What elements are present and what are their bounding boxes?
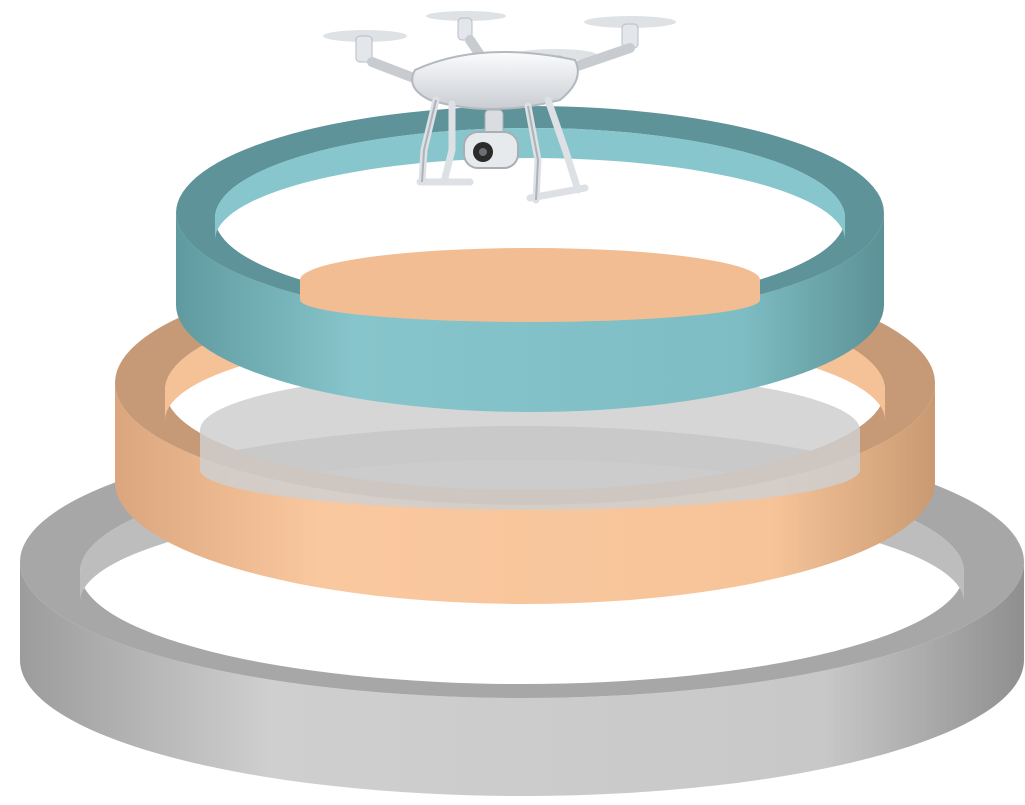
propeller-front-left [323,30,407,62]
propeller-back-left [426,11,506,40]
quadcopter-drone-icon [323,11,676,200]
top-ring [176,106,884,412]
top-ring-inner-glimpse [300,248,760,322]
